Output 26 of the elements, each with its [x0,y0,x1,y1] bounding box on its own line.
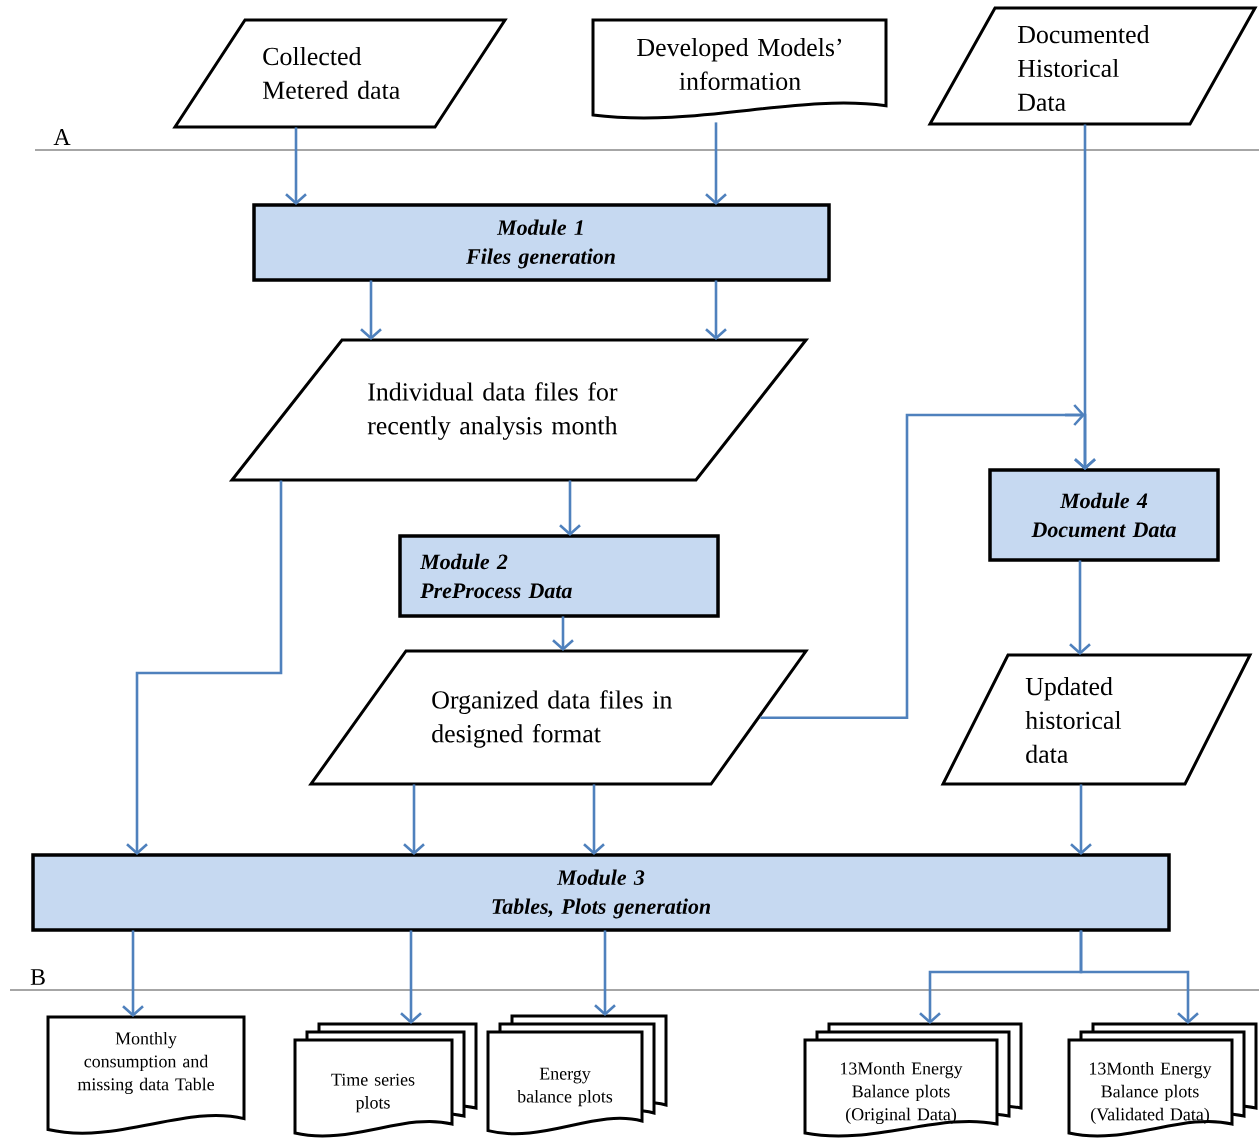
arrow [705,122,727,205]
arrow [403,784,425,855]
arrow [1074,124,1096,470]
arrow [552,616,574,651]
arrow [126,480,283,855]
section-letter: A [53,129,71,145]
arrow [1069,560,1091,655]
arrow [705,280,727,340]
arrow [400,930,422,1024]
arrow [594,930,616,1016]
stacked-documents: Time series plots [293,1022,478,1138]
arrow [122,930,144,1017]
arrow [559,480,581,536]
module-box: Module 1 Files generation [252,203,831,282]
arrow [1070,784,1092,855]
module-box: Module 4 Document Data [988,468,1220,562]
stacked-documents: 13Month Energy Balance plots (Validated Data) [1067,1022,1258,1138]
arrow [360,280,382,340]
module-box: Module 2 PreProcess Data [398,534,720,618]
stacked-documents: Energy balance plots [486,1014,668,1136]
arrow [285,127,307,205]
arrow [583,784,605,855]
arrow [1079,930,1199,1024]
module-box: Module 3 Tables, Plots generation [31,853,1171,932]
section-letter: B [30,969,45,985]
stacked-documents: 13Month Energy Balance plots (Original Data) [803,1022,1023,1138]
